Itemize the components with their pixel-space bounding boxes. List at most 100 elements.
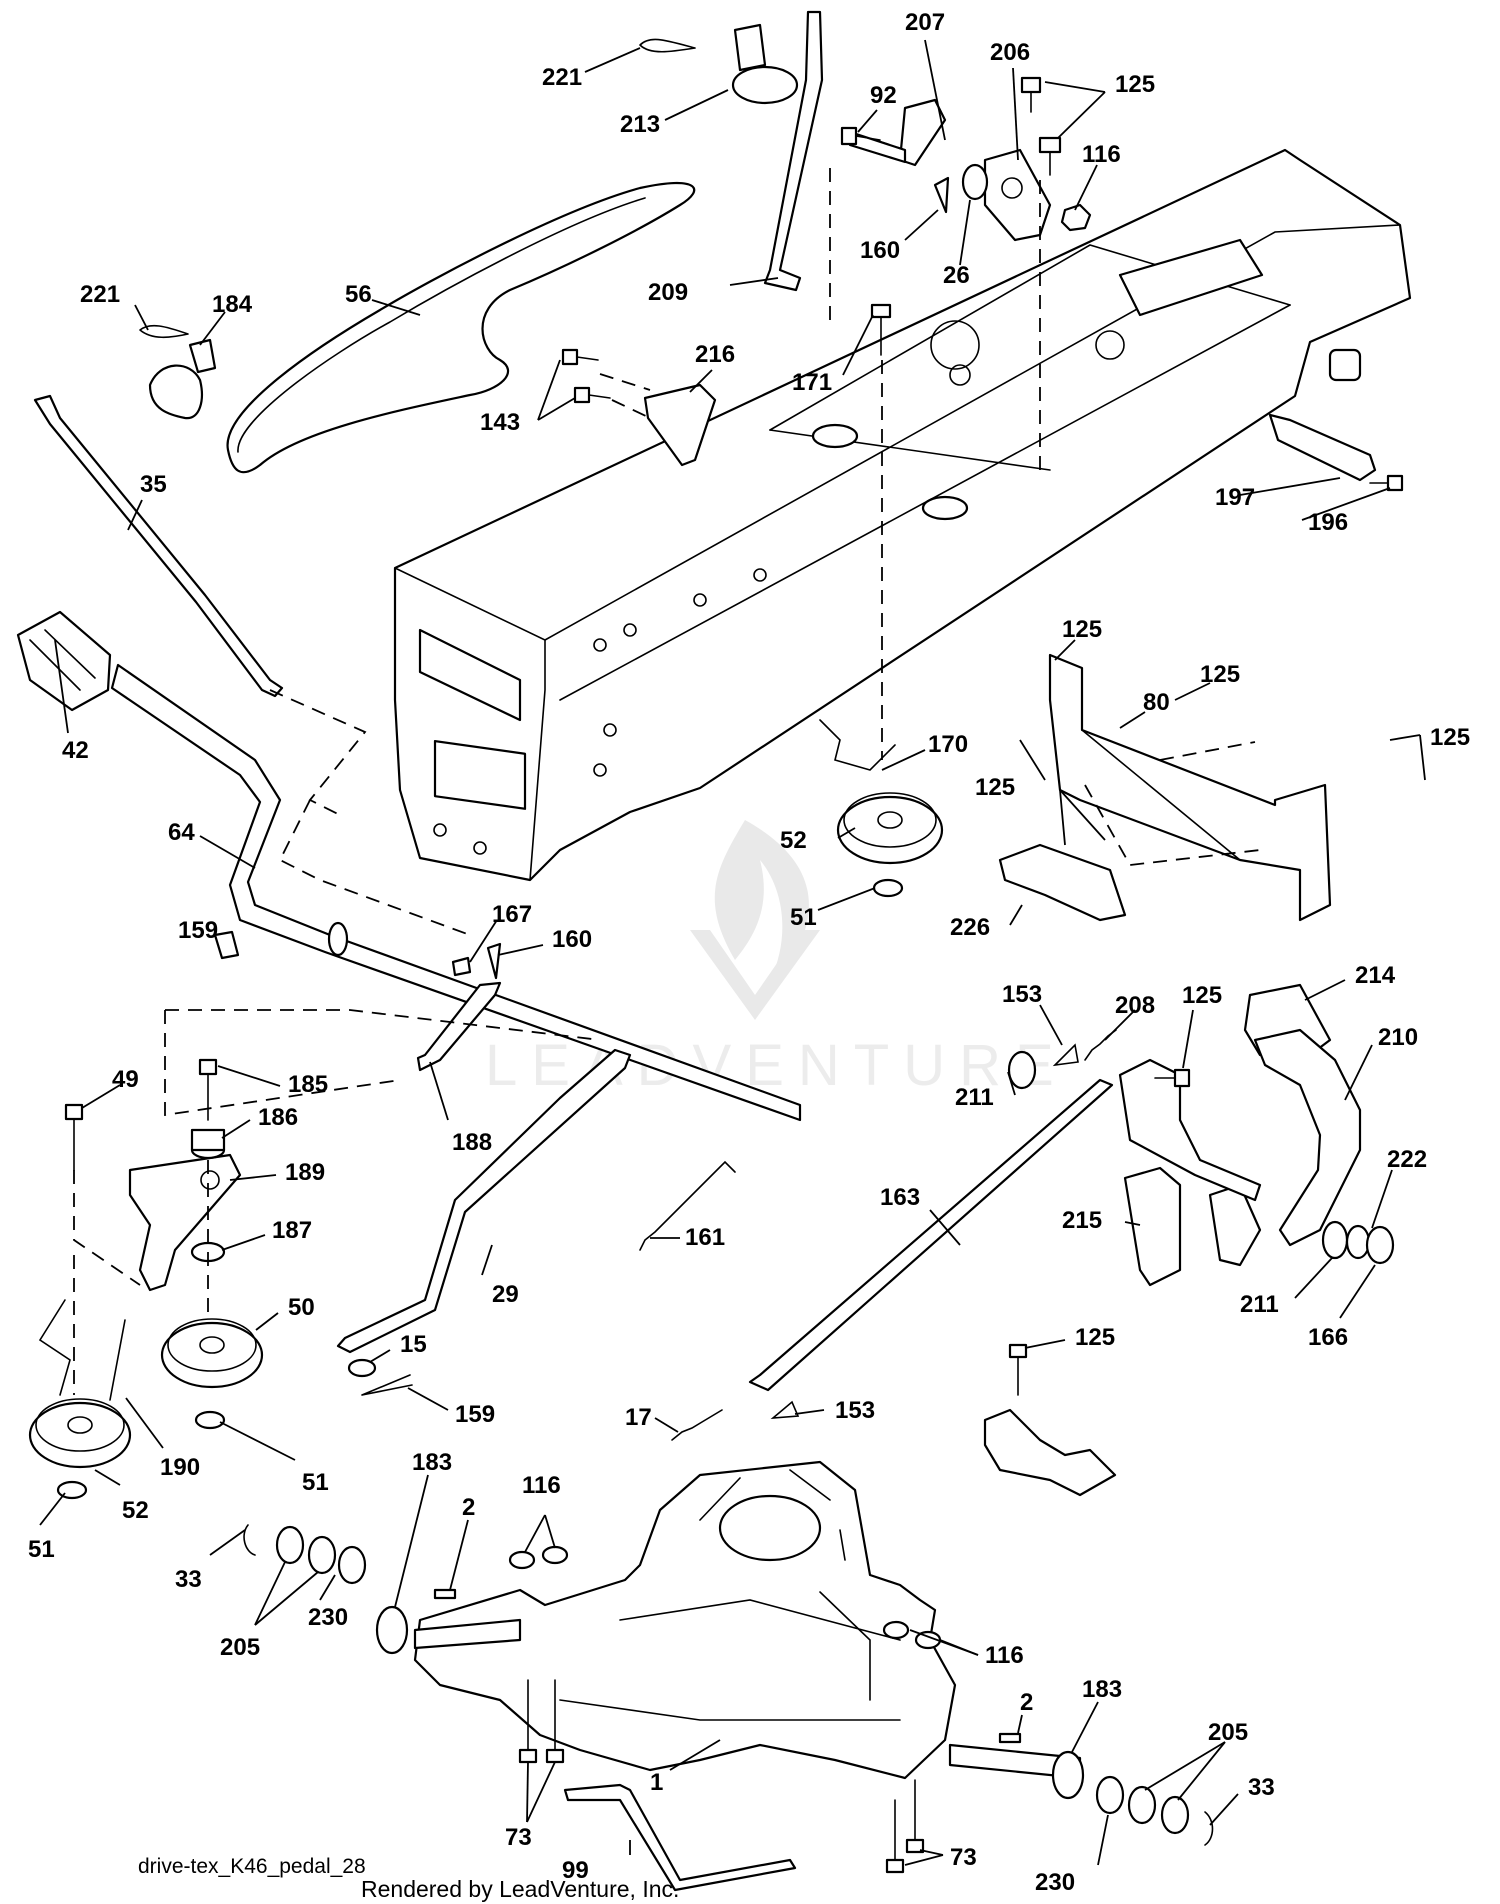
part-215-pad [1123, 1166, 1182, 1287]
callout-50: 50 [288, 1294, 315, 1321]
part-209-lever-rod [763, 10, 824, 292]
part-51-nut-mid [194, 1410, 226, 1430]
callout-209: 209 [648, 279, 688, 306]
callout-207: 207 [905, 9, 945, 36]
callout-167: 167 [492, 901, 532, 928]
part-211-spacer-left [1007, 1050, 1037, 1090]
callout-215: 215 [1062, 1207, 1102, 1234]
part-49-bolt [64, 1103, 84, 1171]
callout-125b: 125 [1062, 616, 1102, 643]
callout-196: 196 [1308, 509, 1348, 536]
callout-1: 1 [650, 1769, 663, 1796]
part-159-pin-lower [361, 1374, 413, 1396]
part-213-knob [731, 23, 799, 105]
part-29-rod [336, 1048, 632, 1354]
callout-73b: 73 [950, 1844, 977, 1871]
part-33-clip-left [243, 1524, 256, 1556]
part-73-bolts [518, 1679, 925, 1874]
part-166-washer [1365, 1225, 1395, 1265]
part-153-clip-lower [770, 1400, 800, 1419]
part-160-pin-top [933, 176, 950, 214]
part-42-grip [16, 610, 112, 712]
callout-125: 125 [1115, 71, 1155, 98]
part-56-belt [226, 181, 696, 474]
part-184-knob [148, 338, 217, 420]
callout-17: 17 [625, 1404, 652, 1431]
callout-125d: 125 [1430, 724, 1470, 751]
callout-183: 183 [412, 1449, 452, 1476]
part-pedal-shaft [1118, 1058, 1262, 1202]
part-35-rod [33, 394, 284, 698]
callout-42: 42 [62, 737, 89, 764]
part-51-nut-center [872, 878, 904, 898]
callout-125e: 125 [975, 774, 1015, 801]
callout-15: 15 [400, 1331, 427, 1358]
callout-64: 64 [168, 819, 195, 846]
callout-211b: 211 [1240, 1291, 1279, 1318]
callout-186: 186 [258, 1104, 298, 1131]
diagram-name: drive-tex_K46_pedal_28 [138, 1855, 366, 1878]
part-207-bracket [848, 98, 947, 167]
watermark-logo [690, 820, 820, 1020]
part-188-rod [416, 981, 502, 1072]
part-2-key-right [998, 1732, 1022, 1744]
callout-206: 206 [990, 39, 1030, 66]
leader-lines [39, 39, 1426, 1866]
callout-161: 161 [685, 1224, 725, 1251]
callout-208: 208 [1115, 992, 1155, 1019]
part-221-clip-top [639, 38, 696, 53]
part-170-spring [819, 719, 896, 771]
callout-163: 163 [880, 1184, 920, 1211]
callout-216: 216 [695, 341, 735, 368]
part-116-nuts-lower [508, 1545, 942, 1650]
part-washers-right [1095, 1775, 1190, 1835]
render-credit: Rendered by LeadVenture, Inc. [361, 1876, 680, 1902]
part-167-160-parts [451, 942, 502, 980]
callout-160: 160 [860, 237, 900, 264]
callout-159: 159 [178, 917, 218, 944]
callout-labels: 221 213 207 92 206 125 116 160 26 56 209… [28, 9, 1470, 1896]
part-2-key-left [433, 1588, 457, 1600]
callout-153: 153 [1002, 981, 1042, 1008]
part-125-bolts-top [1020, 76, 1062, 176]
callout-99: 99 [562, 1857, 589, 1884]
callout-143: 143 [480, 409, 520, 436]
part-225-bracket [983, 1408, 1117, 1497]
callout-183b: 183 [1082, 1676, 1122, 1703]
callout-221: 221 [542, 64, 582, 91]
callout-213: 213 [620, 111, 660, 138]
callout-56: 56 [345, 281, 372, 308]
callout-35: 35 [140, 471, 167, 498]
callout-2: 2 [462, 1494, 475, 1521]
part-226-bracket [998, 843, 1127, 922]
part-17-spring [671, 1409, 723, 1441]
callout-211: 211 [955, 1084, 994, 1111]
part-52-pulley-center [836, 792, 944, 865]
callout-184: 184 [212, 291, 253, 318]
part-183-bushing-left [375, 1605, 409, 1655]
callout-214: 214 [1355, 962, 1396, 989]
callout-171: 171 [792, 369, 832, 396]
part-171-bolt [870, 303, 892, 356]
callout-29: 29 [492, 1281, 519, 1308]
part-15-washer [347, 1358, 377, 1378]
callout-166: 166 [1308, 1324, 1348, 1351]
part-153-clip-upper [1052, 1043, 1079, 1067]
callout-226: 226 [950, 914, 990, 941]
part-211-spacer-right [1321, 1220, 1349, 1260]
part-197-rod [1268, 413, 1377, 482]
callout-73: 73 [505, 1824, 532, 1851]
callout-52: 52 [780, 827, 807, 854]
callout-197: 197 [1215, 484, 1255, 511]
part-50-pulley [160, 1318, 264, 1389]
part-64-shaft [110, 663, 802, 1122]
callout-153b: 153 [835, 1397, 875, 1424]
callout-205: 205 [220, 1634, 260, 1661]
part-125-bolt-lower [1008, 1343, 1028, 1396]
callout-33b: 33 [1248, 1774, 1275, 1801]
part-33-clip-right [1204, 1811, 1214, 1846]
part-185-bolt [198, 1058, 218, 1121]
part-80-bracket [1048, 653, 1332, 922]
part-222-washer [1345, 1224, 1371, 1260]
